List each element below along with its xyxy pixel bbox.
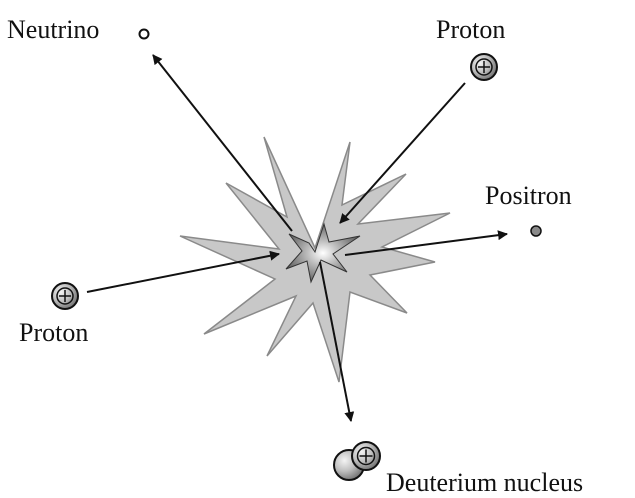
- proton-top-icon: [470, 53, 498, 81]
- proton-left-label: Proton: [19, 318, 88, 347]
- deuterium-label: Deuterium nucleus: [386, 468, 583, 497]
- burst: [179, 136, 451, 383]
- arrow-positron: [344, 230, 508, 256]
- arrows: [86, 54, 508, 422]
- arrow-proton-left: [86, 250, 280, 293]
- positron: Positron: [485, 181, 572, 237]
- proton-left-icon: [51, 282, 79, 310]
- arrow-proton-top: [339, 82, 466, 224]
- deuterium-icon: [333, 441, 381, 481]
- proton-top-label: Proton: [436, 15, 505, 44]
- proton-left: Proton: [19, 282, 88, 347]
- arrow-neutrino: [152, 54, 293, 232]
- neutrino-label: Neutrino: [7, 15, 99, 44]
- deuterium: Deuterium nucleus: [333, 441, 583, 497]
- positron-icon: [530, 225, 542, 237]
- proton-top: Proton: [436, 15, 505, 81]
- positron-label: Positron: [485, 181, 572, 210]
- burst-core: [285, 222, 361, 284]
- arrow-deuterium: [319, 261, 355, 422]
- neutrino-icon: [138, 28, 150, 40]
- neutrino: Neutrino: [7, 15, 150, 44]
